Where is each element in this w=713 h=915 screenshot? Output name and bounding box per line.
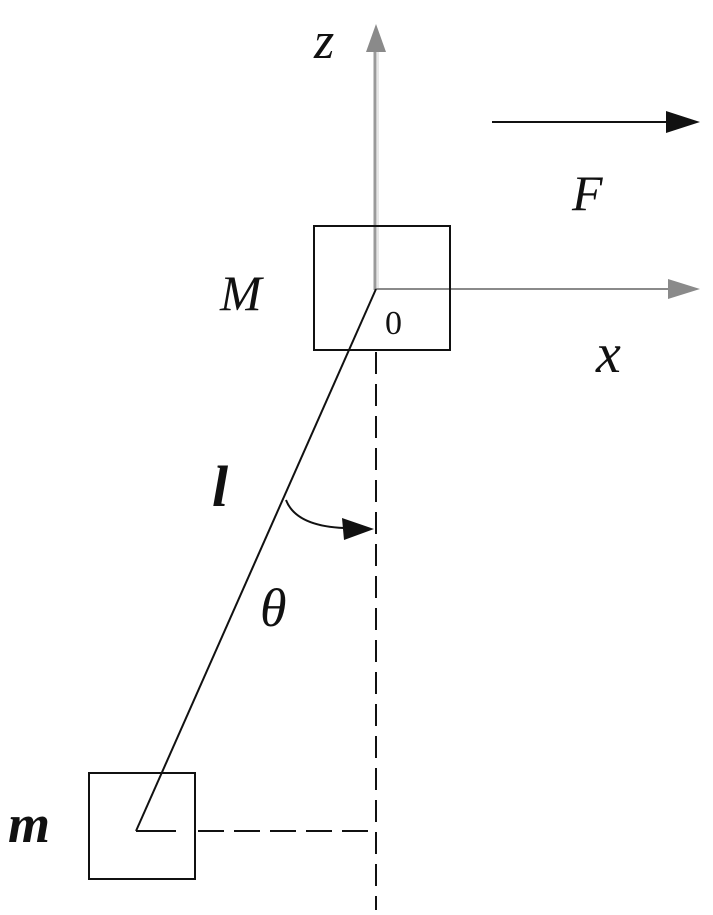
x-axis-arrowhead-icon [668, 279, 700, 299]
cart-mass-label: M [219, 265, 264, 321]
force-arrowhead-icon [666, 111, 700, 133]
pendulum-mass-box [89, 773, 195, 879]
x-axis-label: x [595, 323, 621, 385]
angle-label: θ [260, 578, 287, 638]
length-label: l [212, 454, 229, 519]
pendulum-rod [136, 289, 376, 831]
angle-arrowhead-icon [342, 518, 374, 540]
x-axis [376, 279, 700, 299]
force-arrow [492, 111, 700, 133]
z-axis [366, 24, 386, 290]
z-axis-label: z [313, 13, 334, 70]
z-axis-arrowhead-icon [366, 24, 386, 52]
force-label: F [571, 165, 603, 221]
origin-label: 0 [385, 305, 402, 342]
pendulum-mass-label: m [8, 794, 50, 854]
angle-arrow [286, 500, 374, 540]
